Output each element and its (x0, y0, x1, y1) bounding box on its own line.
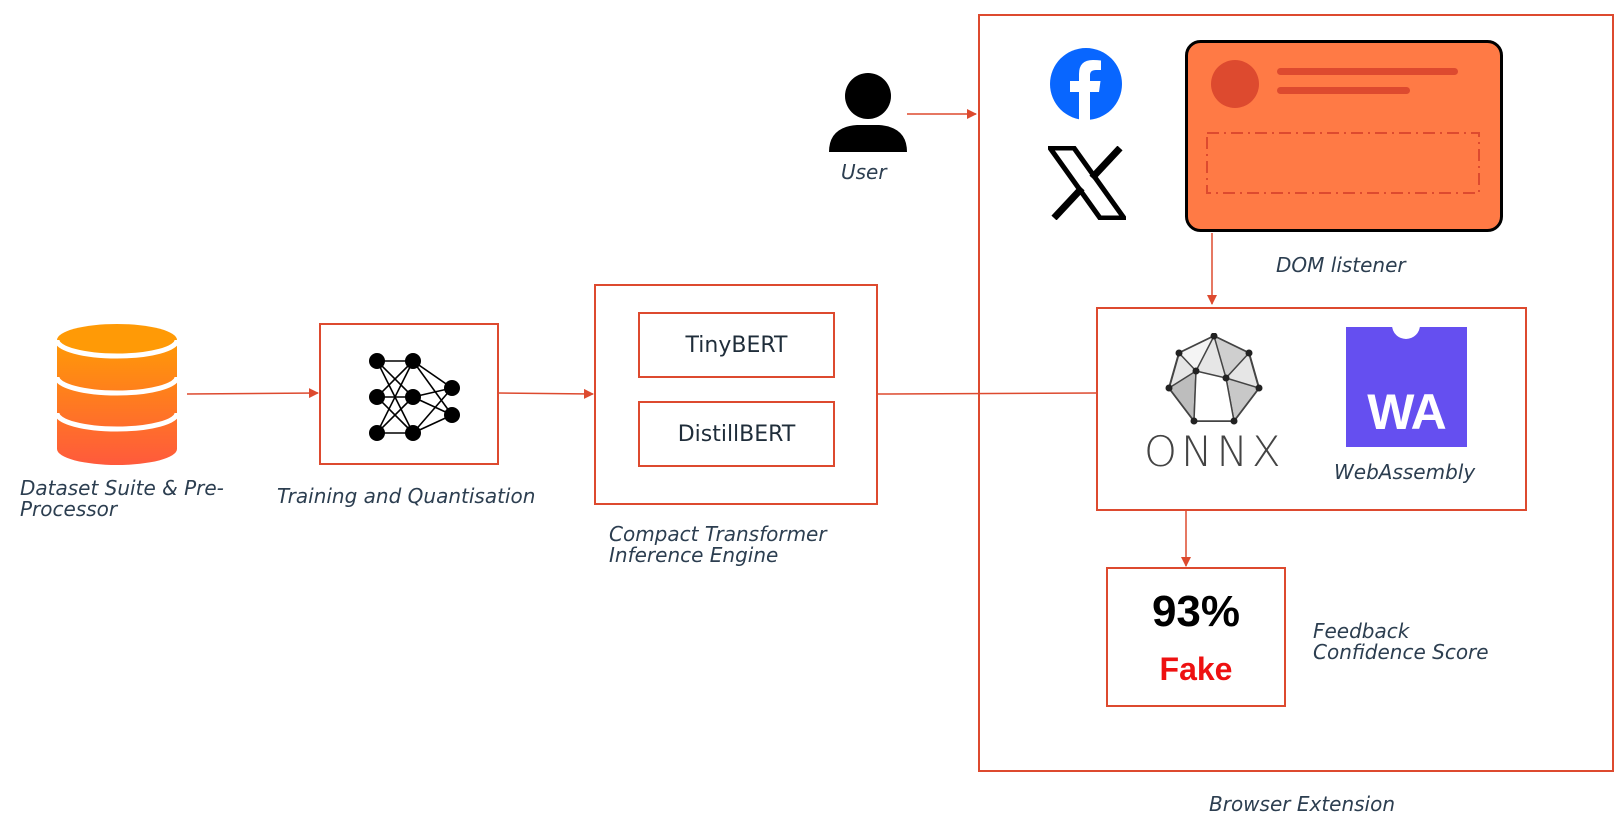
facebook-icon (1050, 48, 1122, 120)
model-distillbert: DistillBERT (638, 401, 835, 467)
browser-extension-label: Browser Extension (1209, 792, 1396, 816)
runtime-box (1096, 307, 1527, 511)
training-label: Training and Quantisation (277, 484, 536, 508)
browser-extension-box (978, 14, 1614, 772)
onnx-label: ONNX (1144, 427, 1285, 476)
inference-engine-label: Compact Transformer Inference Engine (609, 522, 827, 567)
webassembly-logo-icon: WA (1346, 311, 1467, 447)
onnx-logo-icon (1165, 333, 1263, 425)
social-post-card-icon (1185, 40, 1503, 232)
line-engine-to-runtime (876, 392, 1097, 395)
training-box (319, 323, 499, 465)
x-icon (1048, 146, 1126, 220)
inference-engine-box (594, 284, 878, 505)
neural-network-icon (369, 353, 460, 441)
arrow-dataset-to-training (186, 388, 319, 399)
feedback-score-box: 93% Fake (1106, 567, 1286, 707)
verdict-label: Fake (1159, 651, 1233, 687)
model-tinybert: TinyBERT (638, 312, 835, 378)
dom-listener-label: DOM listener (1276, 253, 1406, 277)
confidence-score: 93% (1151, 587, 1241, 636)
feedback-label: Feedback Confidence Score (1313, 619, 1489, 664)
user-label: User (841, 160, 887, 184)
dataset-label: Dataset Suite & Pre- Processor (20, 476, 224, 521)
webassembly-label: WebAssembly (1334, 460, 1476, 484)
user-icon (829, 73, 907, 152)
webassembly-logo-text: WA (1367, 384, 1447, 440)
database-icon (55, 324, 180, 465)
arrow-training-to-engine (497, 388, 594, 399)
